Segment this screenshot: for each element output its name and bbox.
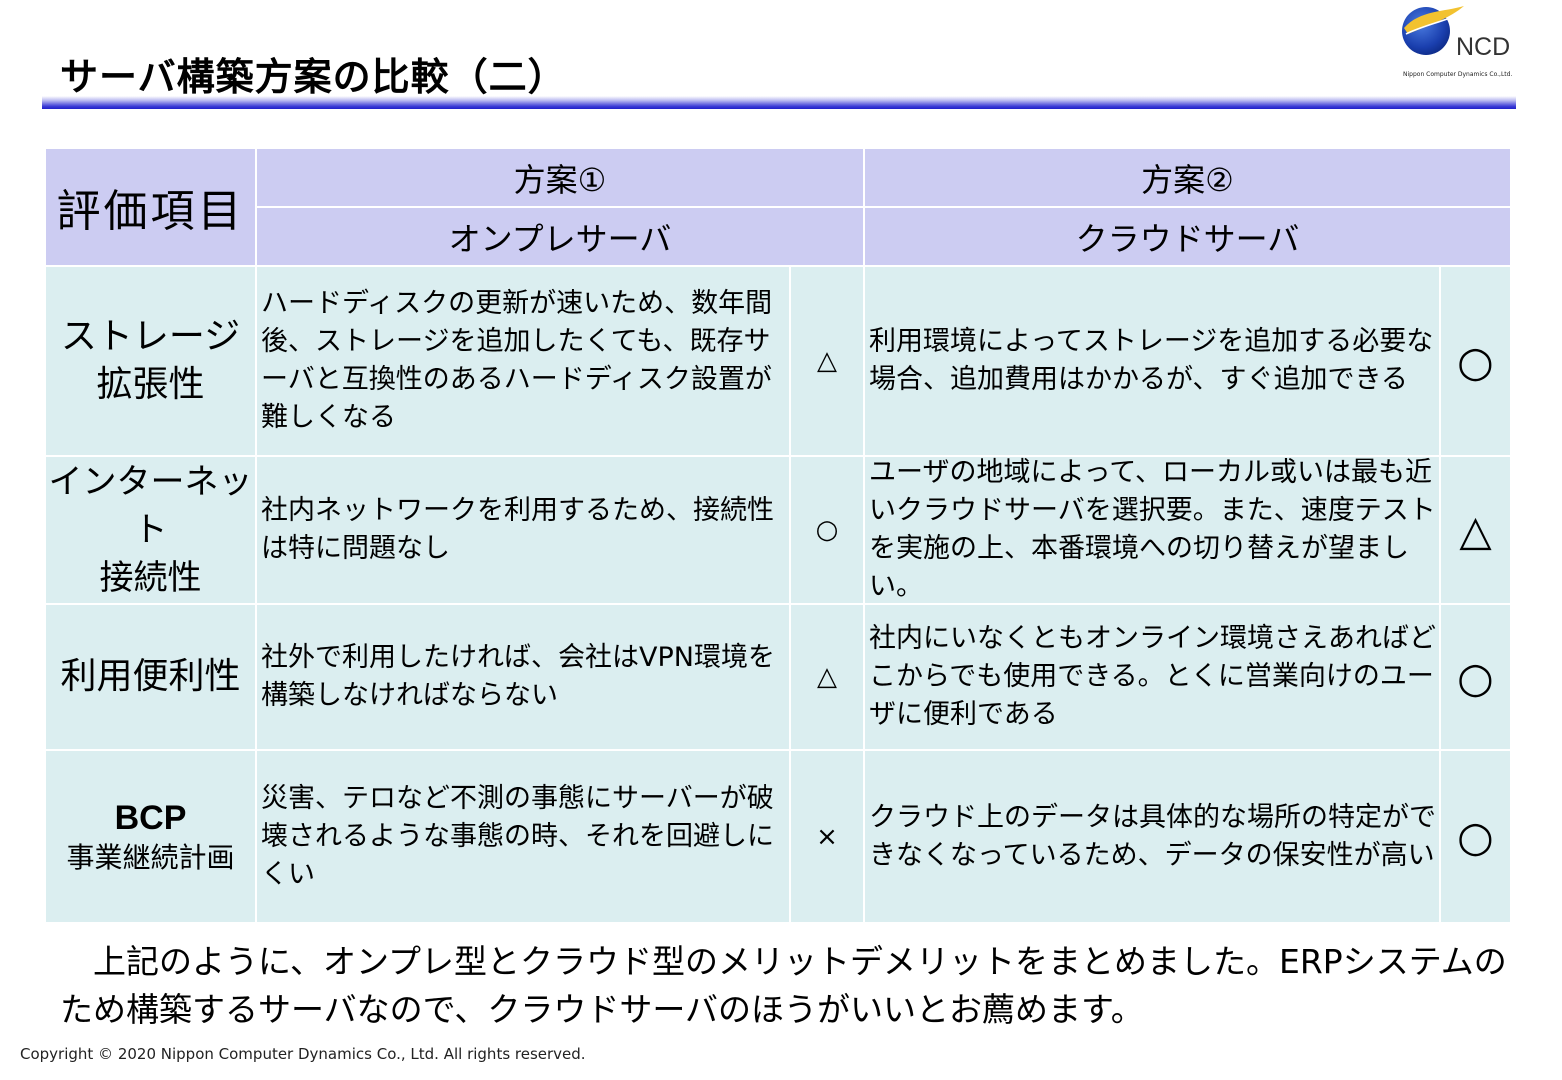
row4-plan2-desc: クラウド上のデータは具体的な場所の特定ができなくなっているため、データの保安性が…	[869, 801, 1436, 871]
row2-plan2-mark-cell: △	[1441, 457, 1510, 603]
row1-plan1-desc-cell: ハードディスクの更新が速いため、数年間後、ストレージを追加したくても、既存サーバ…	[257, 267, 789, 455]
row1-item-label: ストレージ 拡張性	[60, 316, 241, 405]
header-plan1-name: 方案①	[513, 160, 607, 199]
row3-plan1-desc-cell: 社外で利用したければ、会社はVPN環境を構築しなければならない	[257, 605, 789, 749]
row1-plan1-mark-cell: △	[791, 267, 863, 455]
row3-plan1-desc: 社外で利用したければ、会社はVPN環境を構築しなければならない	[261, 642, 775, 711]
row3-plan2-desc: 社内にいなくともオンライン環境さえあればどこからでも使用できる。とくに営業向けの…	[869, 623, 1436, 730]
row4-plan1-desc-cell: 災害、テロなど不測の事態にサーバーが破壊されるような事態の時、それを回避しにくい	[257, 751, 789, 922]
row4-item-cell: BCP 事業継続計画	[46, 751, 255, 922]
row3-plan2-desc-cell: 社内にいなくともオンライン環境さえあればどこからでも使用できる。とくに営業向けの…	[865, 605, 1439, 749]
logo-company-name: Nippon Computer Dynamics Co.,Ltd.	[1403, 71, 1513, 78]
header-plan1-type-cell: オンプレサーバ	[257, 208, 863, 265]
row4-plan1-mark: ×	[816, 821, 838, 852]
header-item-label: 評価項目	[56, 186, 245, 237]
row2-plan1-desc-cell: 社内ネットワークを利用するため、接続性は特に問題なし	[257, 457, 789, 603]
header-plan2-name: 方案②	[1141, 160, 1234, 199]
row3-item-cell: 利用便利性	[46, 605, 255, 749]
summary-text: 上記のように、オンプレ型とクラウド型のメリットデメリットをまとめました。ERPシ…	[60, 938, 1510, 1034]
row2-item-label: インターネット 接続性	[48, 462, 253, 598]
comparison-table: 評価項目 方案① オンプレサーバ 方案② クラウドサーバ ストレージ 拡張性 ハ…	[46, 149, 1512, 922]
summary-body: 上記のように、オンプレ型とクラウド型のメリットデメリットをまとめました。ERPシ…	[60, 942, 1507, 1029]
row2-plan1-desc: 社内ネットワークを利用するため、接続性は特に問題なし	[261, 495, 774, 564]
header-plan1-name-cell: 方案①	[257, 149, 863, 206]
row2-plan1-mark: ○	[815, 515, 839, 545]
row1-plan2-desc: 利用環境によってストレージを追加する必要な場合、追加費用はかかるが、すぐ追加でき…	[869, 326, 1434, 395]
copyright-text: Copyright © 2020 Nippon Computer Dynamic…	[20, 1045, 586, 1063]
row4-plan2-mark: ○	[1457, 812, 1494, 861]
summary-indent	[60, 942, 93, 981]
row1-plan2-desc-cell: 利用環境によってストレージを追加する必要な場合、追加費用はかかるが、すぐ追加でき…	[865, 267, 1439, 455]
row1-plan2-mark: ○	[1457, 336, 1494, 386]
row3-plan1-mark: △	[817, 662, 837, 692]
row1-item-cell: ストレージ 拡張性	[46, 267, 255, 455]
row4-plan2-desc-cell: クラウド上のデータは具体的な場所の特定ができなくなっているため、データの保安性が…	[865, 751, 1439, 922]
row4-plan2-mark-cell: ○	[1441, 751, 1510, 922]
header-plan1-type: オンプレサーバ	[448, 219, 672, 258]
row4-plan1-mark-cell: ×	[791, 751, 863, 922]
row3-plan2-mark-cell: ○	[1441, 605, 1510, 749]
header-plan2-type: クラウドサーバ	[1075, 219, 1300, 258]
header-item-cell: 評価項目	[46, 149, 255, 265]
header-plan2-name-cell: 方案②	[865, 149, 1510, 206]
row2-plan1-mark-cell: ○	[791, 457, 863, 603]
row3-item-label: 利用便利性	[60, 656, 241, 697]
row4-item-sublabel: 事業継続計画	[66, 840, 235, 874]
row2-plan2-mark: △	[1459, 505, 1492, 555]
title-underline-bar	[42, 96, 1516, 109]
row2-plan2-desc: ユーザの地域によって、ローカル或いは最も近いクラウドサーバを選択要。また、速度テ…	[869, 457, 1436, 602]
logo-text: NCD	[1456, 33, 1510, 61]
row1-plan2-mark-cell: ○	[1441, 267, 1510, 455]
row3-plan2-mark: ○	[1457, 652, 1494, 702]
page-title: サーバ構築方案の比較（二）	[60, 55, 567, 99]
row4-plan1-desc: 災害、テロなど不測の事態にサーバーが破壊されるような事態の時、それを回避しにくい	[261, 782, 774, 890]
row3-plan1-mark-cell: △	[791, 605, 863, 749]
ncd-logo-icon: NCD	[1402, 6, 1510, 61]
row1-plan1-desc: ハードディスクの更新が速いため、数年間後、ストレージを追加したくても、既存サーバ…	[261, 288, 773, 433]
row1-plan1-mark: △	[817, 346, 837, 376]
header-plan2-type-cell: クラウドサーバ	[865, 208, 1510, 265]
row2-plan2-desc-cell: ユーザの地域によって、ローカル或いは最も近いクラウドサーバを選択要。また、速度テ…	[865, 457, 1439, 603]
row4-item-label: BCP	[114, 798, 187, 837]
row2-item-cell: インターネット 接続性	[46, 457, 255, 603]
